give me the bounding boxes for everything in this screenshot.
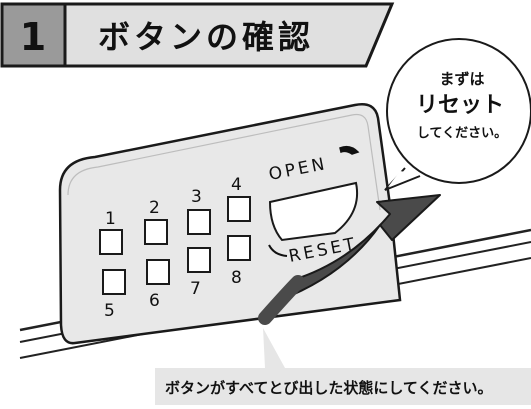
button-grid (99, 196, 251, 295)
bubble-line-3: してください。 (417, 126, 507, 141)
button-4 (227, 196, 251, 222)
button-2 (144, 219, 168, 245)
button-number-8: 8 (231, 268, 242, 288)
button-number-7: 7 (190, 279, 201, 299)
speech-bubble: まずは リセット してください。 (384, 38, 531, 191)
button-6 (146, 259, 170, 285)
button-number-5: 5 (104, 301, 115, 321)
footer-note: ボタンがすべてとび出した状態にしてください。 (165, 379, 492, 397)
button-3 (187, 209, 211, 235)
button-number-6: 6 (149, 291, 160, 311)
reset-lever (268, 181, 358, 242)
button-7 (187, 247, 211, 273)
button-number-3: 3 (191, 187, 202, 207)
open-arrow-icon (339, 145, 360, 155)
rotation-arrow-icon (279, 194, 441, 301)
button-5 (102, 269, 126, 295)
header-title: ボタンの確認 (98, 18, 314, 56)
button-number-4: 4 (231, 175, 242, 195)
bubble-line-2: リセット (416, 93, 504, 118)
note-callout: ボタンがすべてとび出した状態にしてください。 (155, 328, 531, 405)
speech-bubble-body (386, 38, 531, 184)
reset-arrow-icon (268, 244, 288, 257)
button-8 (227, 235, 251, 261)
step-header: 1 ボタンの確認 (0, 2, 395, 68)
button-number-1: 1 (105, 209, 116, 229)
step-number-box (0, 2, 67, 68)
bubble-line-1: まずは (439, 70, 484, 88)
step-number: 1 (20, 15, 46, 59)
button-1 (99, 229, 123, 255)
button-number-2: 2 (149, 198, 160, 218)
button-numbers: 1 2 3 4 5 6 7 8 (104, 175, 242, 321)
